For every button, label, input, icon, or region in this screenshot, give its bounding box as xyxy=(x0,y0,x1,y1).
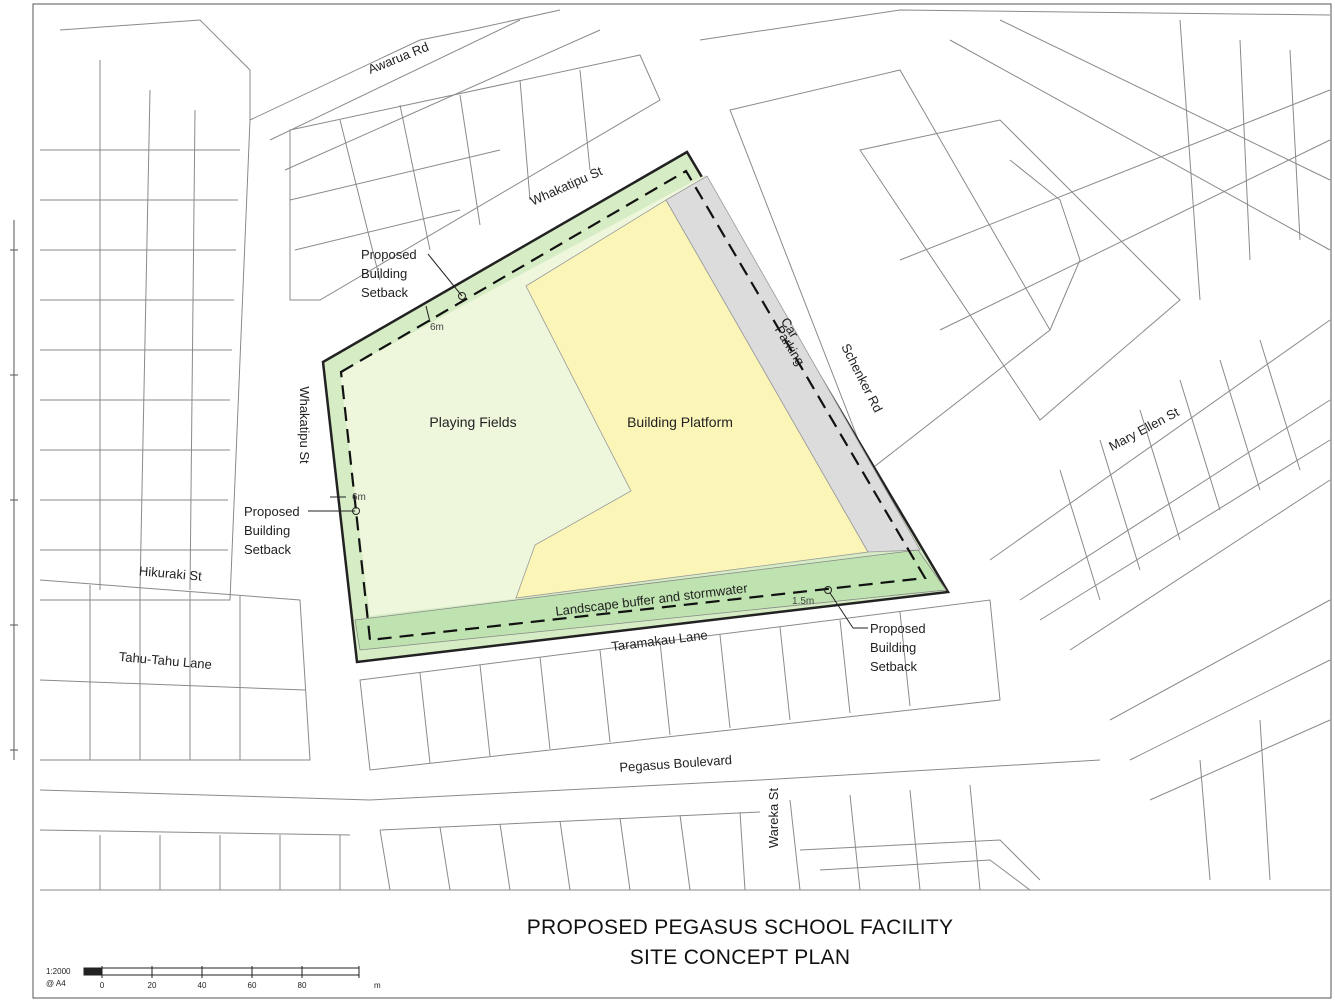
dimension-west: 6m xyxy=(352,492,366,503)
setback-note-north-line1: Proposed xyxy=(361,247,417,262)
setback-note-south-line3: Setback xyxy=(870,659,917,674)
building-platform-label: Building Platform xyxy=(627,414,733,430)
scale-tick-80: 80 xyxy=(298,981,307,990)
scale-tick-0: 0 xyxy=(100,981,105,990)
scale-unit: m xyxy=(374,981,381,990)
scale-sheet-size: @ A4 xyxy=(46,979,66,988)
school-site xyxy=(321,150,951,664)
edge-ruler xyxy=(10,220,18,760)
playing-fields-label: Playing Fields xyxy=(429,414,516,430)
setback-note-west-line2: Building xyxy=(244,523,290,538)
scale-tick-60: 60 xyxy=(248,981,257,990)
road-label-hikuraki: Hikuraki St xyxy=(138,563,202,583)
landscape-buffer-area xyxy=(354,549,947,651)
setback-note-north-line2: Building xyxy=(361,266,407,281)
proposed-setback-line xyxy=(339,169,927,642)
setback-note-west-line3: Setback xyxy=(244,542,291,557)
scale-ratio: 1:2000 xyxy=(46,967,71,976)
setback-note-west-line1: Proposed xyxy=(244,504,300,519)
scale-tick-40: 40 xyxy=(198,981,207,990)
cadastral-linework xyxy=(39,9,1331,891)
dimension-south: 1.5m xyxy=(792,596,814,607)
setback-callout-south: 1.5m Proposed Building Setback xyxy=(792,586,926,674)
road-label-wareka: Wareka St xyxy=(766,788,781,849)
scale-tick-20: 20 xyxy=(148,981,157,990)
setback-callout-west: Proposed Building Setback 6m xyxy=(244,492,366,557)
setback-callout-north: Proposed Building Setback 6m xyxy=(361,247,466,333)
scale-bar: 1:2000 @ A4 0 20 40 60 80 m xyxy=(46,966,381,990)
setback-note-north-line3: Setback xyxy=(361,285,408,300)
road-label-whakatipu-west: Whakatipu St xyxy=(297,386,312,464)
setback-note-south-line1: Proposed xyxy=(870,621,926,636)
setback-note-south-line2: Building xyxy=(870,640,916,655)
car-parking-area xyxy=(665,175,921,553)
title-line2: SITE CONCEPT PLAN xyxy=(630,946,851,969)
dimension-north: 6m xyxy=(430,322,444,333)
title-line1: PROPOSED PEGASUS SCHOOL FACILITY xyxy=(527,916,954,939)
